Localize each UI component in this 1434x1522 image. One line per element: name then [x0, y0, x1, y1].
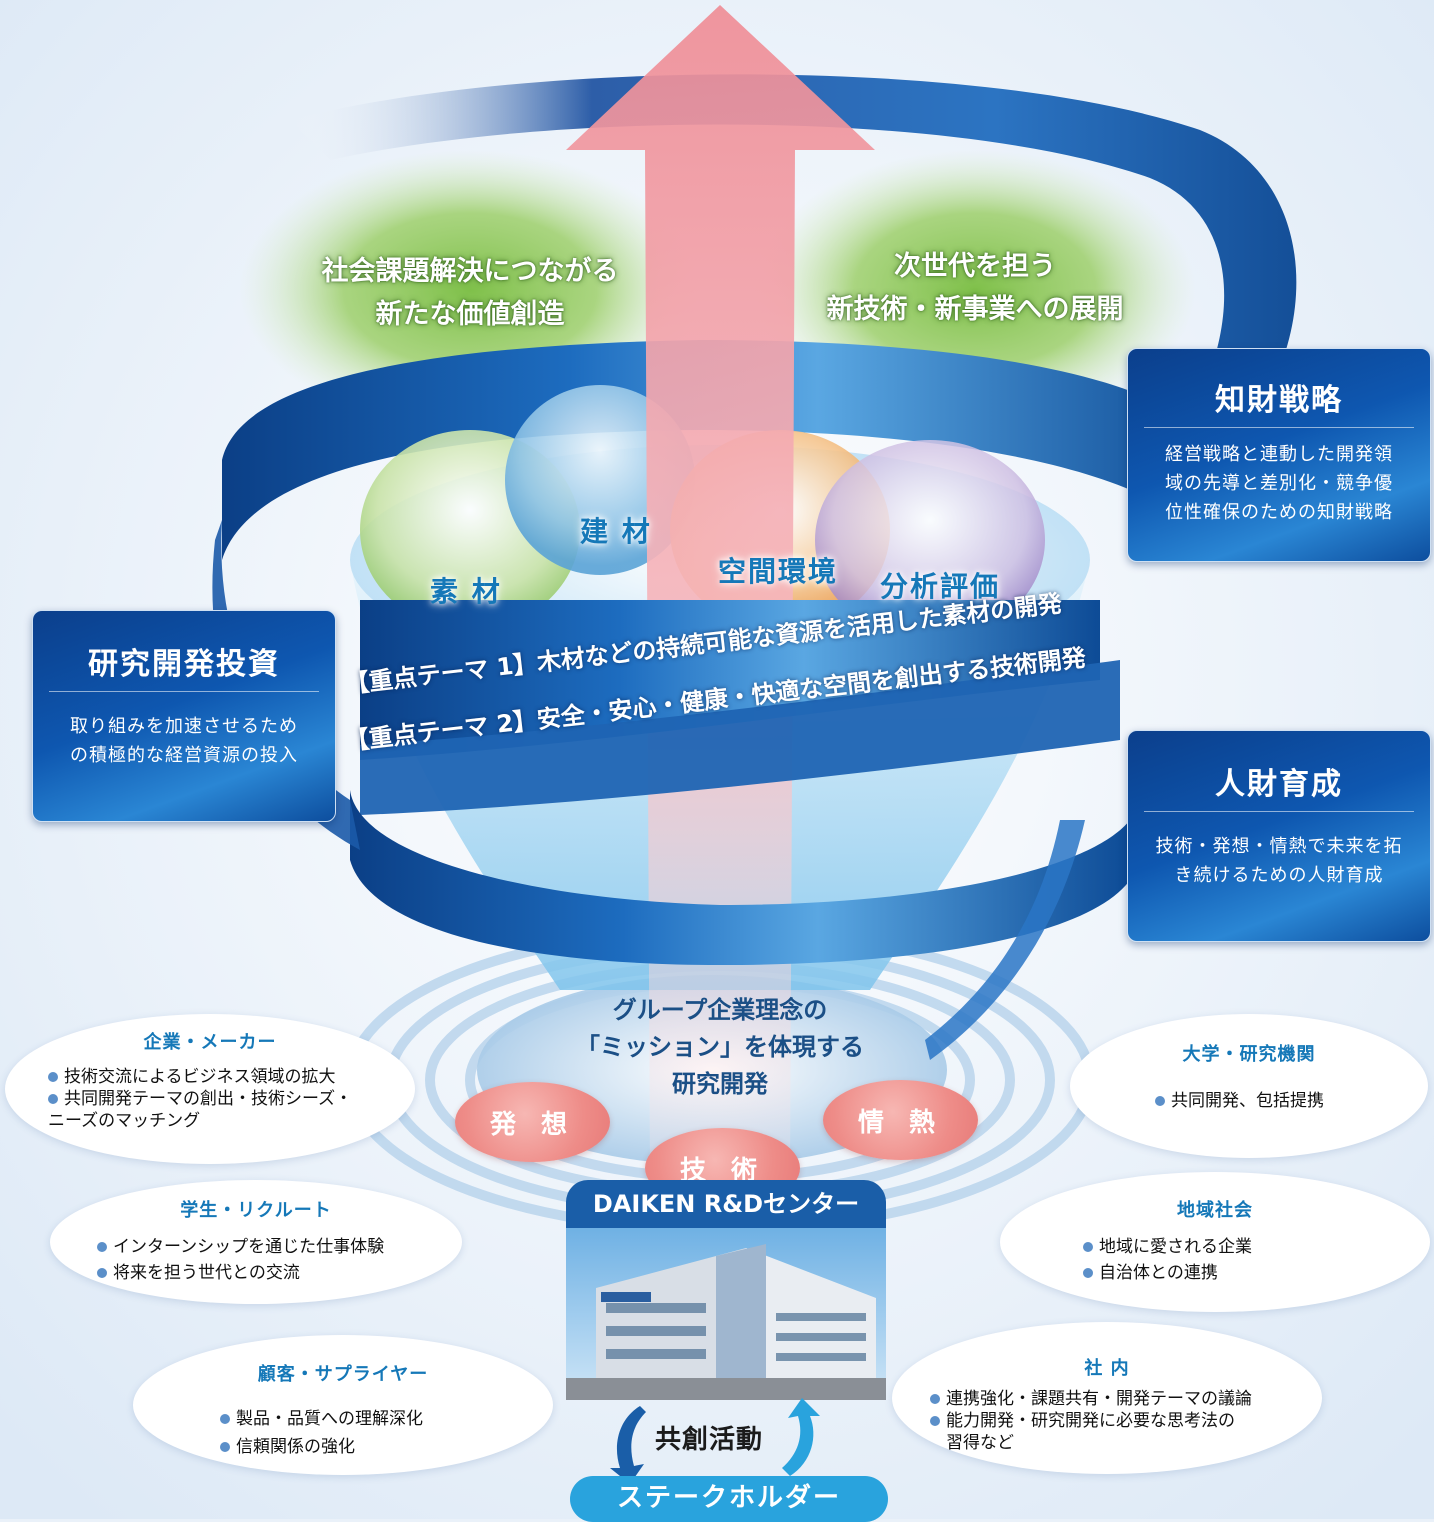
stakeholder-internal-list: 連携強化・課題共有・開発テーマの議論 能力開発・研究開発に必要な思考法の 習得な…: [930, 1388, 1252, 1454]
stakeholder-customer-title: 顧客・サプライヤー: [257, 1364, 429, 1385]
panel-divider: [49, 691, 319, 692]
goal-right: 次世代を担う 新技術・新事業への展開: [790, 245, 1160, 331]
list-item: インターンシップを通じた仕事体験: [97, 1236, 384, 1258]
panel-rd-title: 研究開発投資: [88, 647, 280, 682]
goal-left-line2: 新たな価値創造: [375, 299, 565, 330]
panel-ip-body: 経営戦略と連動した開発領 域の先導と差別化・競争優 位性確保のための知財戦略: [1128, 428, 1430, 527]
list-item-continuation: ニーズのマッチング: [48, 1111, 201, 1131]
list-item: 製品・品質への理解深化: [220, 1408, 423, 1430]
goal-left: 社会課題解決につながる 新たな価値創造: [275, 250, 665, 336]
growth-arrow: [566, 5, 875, 1180]
stakeholder-label: ステークホルダー: [570, 1476, 888, 1522]
stakeholder-internal-bubble: [892, 1322, 1322, 1474]
lower-ring: [350, 790, 1130, 965]
panel-divider: [1144, 811, 1414, 812]
panel-ip-title: 知財戦略: [1215, 383, 1343, 418]
list-item: 共同開発、包括提携: [1155, 1090, 1324, 1112]
stakeholder-region-title: 地域社会: [1177, 1200, 1253, 1221]
mission-line: グループ企業理念の: [612, 996, 828, 1024]
list-item: 信頼関係の強化: [220, 1436, 423, 1458]
cocreation-label: 共創活動: [655, 1425, 764, 1455]
panel-ip-strategy: 知財戦略 経営戦略と連動した開発領 域の先導と差別化・競争優 位性確保のための知…: [1127, 348, 1431, 562]
panel-ip-line: 経営戦略と連動した開発領: [1165, 444, 1393, 465]
stakeholder-student-list: インターンシップを通じた仕事体験 将来を担う世代との交流: [97, 1236, 384, 1284]
domain-analysis-evaluation: 分析評価: [880, 570, 1001, 603]
list-item-continuation: 習得など: [946, 1433, 1014, 1453]
stakeholder-maker-bubble: [5, 1014, 415, 1164]
stakeholder-maker-title: 企業・メーカー: [143, 1032, 277, 1053]
stakeholder-customer-list: 製品・品質への理解深化 信頼関係の強化: [220, 1408, 423, 1458]
theme-band: [360, 600, 1100, 760]
list-item: 共同開発テーマの創出・技術シーズ・: [48, 1088, 352, 1110]
mission-line: 「ミッション」を体現する: [576, 1033, 864, 1061]
goal-right-line2: 新技術・新事業への展開: [826, 294, 1124, 325]
stakeholder-university-bubble: [1070, 1014, 1428, 1158]
panel-rd-body: 取り組みを加速させるため の積極的な経営資源の投入: [33, 692, 335, 770]
stakeholder-university-list: 共同開発、包括提携: [1155, 1090, 1324, 1112]
domain-spatial-environment: 空間環境: [718, 555, 839, 588]
domain-building-materials: 建 材: [580, 515, 652, 548]
stakeholder-customer-bubble: [133, 1335, 553, 1475]
panel-hr-development: 人財育成 技術・発想・情熱で未来を拓 き続けるための人財育成: [1127, 730, 1431, 942]
panel-ip-line: 位性確保のための知財戦略: [1165, 502, 1393, 523]
panel-rd-line: 取り組みを加速させるため: [70, 716, 298, 737]
stakeholder-region-bubble: [1000, 1172, 1430, 1312]
goal-left-line1: 社会課題解決につながる: [321, 256, 619, 287]
stakeholder-internal-title: 社 内: [1084, 1358, 1130, 1379]
domain-materials: 素 材: [430, 575, 502, 608]
upper-ring: [222, 340, 1215, 560]
cocreation-arrows-icon: [610, 1398, 820, 1484]
panel-hr-line: 技術・発想・情熱で未来を拓: [1155, 836, 1403, 857]
top-ring-back: [290, 74, 1297, 391]
list-item: 地域に愛される企業: [1083, 1236, 1252, 1258]
list-item: 将来を担う世代との交流: [97, 1262, 384, 1284]
stakeholder-university-title: 大学・研究機関: [1182, 1044, 1316, 1065]
panel-hr-title: 人財育成: [1215, 767, 1343, 802]
panel-rd-investment: 研究開発投資 取り組みを加速させるため の積極的な経営資源の投入: [32, 610, 336, 822]
rd-center-title: DAIKEN R&Dセンター: [566, 1180, 886, 1228]
panel-hr-body: 技術・発想・情熱で未来を拓 き続けるための人財育成: [1128, 812, 1430, 890]
panel-divider: [1144, 427, 1414, 428]
stakeholder-student-title: 学生・リクルート: [180, 1200, 332, 1221]
mission-line: 研究開発: [672, 1070, 768, 1098]
stakeholder-maker-list: 技術交流によるビジネス領域の拡大 共同開発テーマの創出・技術シーズ・ ニーズのマ…: [48, 1066, 352, 1132]
value-idea: 発 想: [455, 1082, 610, 1162]
stakeholder-student-bubble: [50, 1180, 462, 1304]
panel-ip-line: 域の先導と差別化・競争優: [1165, 473, 1393, 494]
stakeholder-region-list: 地域に愛される企業 自治体との連携: [1083, 1236, 1252, 1284]
theme-band-lower: [360, 660, 1120, 815]
mission-text: グループ企業理念の 「ミッション」を体現する 研究開発: [555, 992, 885, 1103]
panel-hr-line: き続けるための人財育成: [1174, 865, 1384, 886]
list-item: 自治体との連携: [1083, 1262, 1252, 1284]
value-passion: 情 熱: [823, 1080, 978, 1160]
rd-center-building-photo: [566, 1228, 886, 1400]
list-item: 技術交流によるビジネス領域の拡大: [48, 1066, 352, 1088]
list-item: 連携強化・課題共有・開発テーマの議論: [930, 1388, 1252, 1410]
goal-right-line1: 次世代を担う: [894, 251, 1056, 282]
list-item: 能力開発・研究開発に必要な思考法の: [930, 1410, 1252, 1432]
panel-rd-line: の積極的な経営資源の投入: [70, 745, 298, 766]
